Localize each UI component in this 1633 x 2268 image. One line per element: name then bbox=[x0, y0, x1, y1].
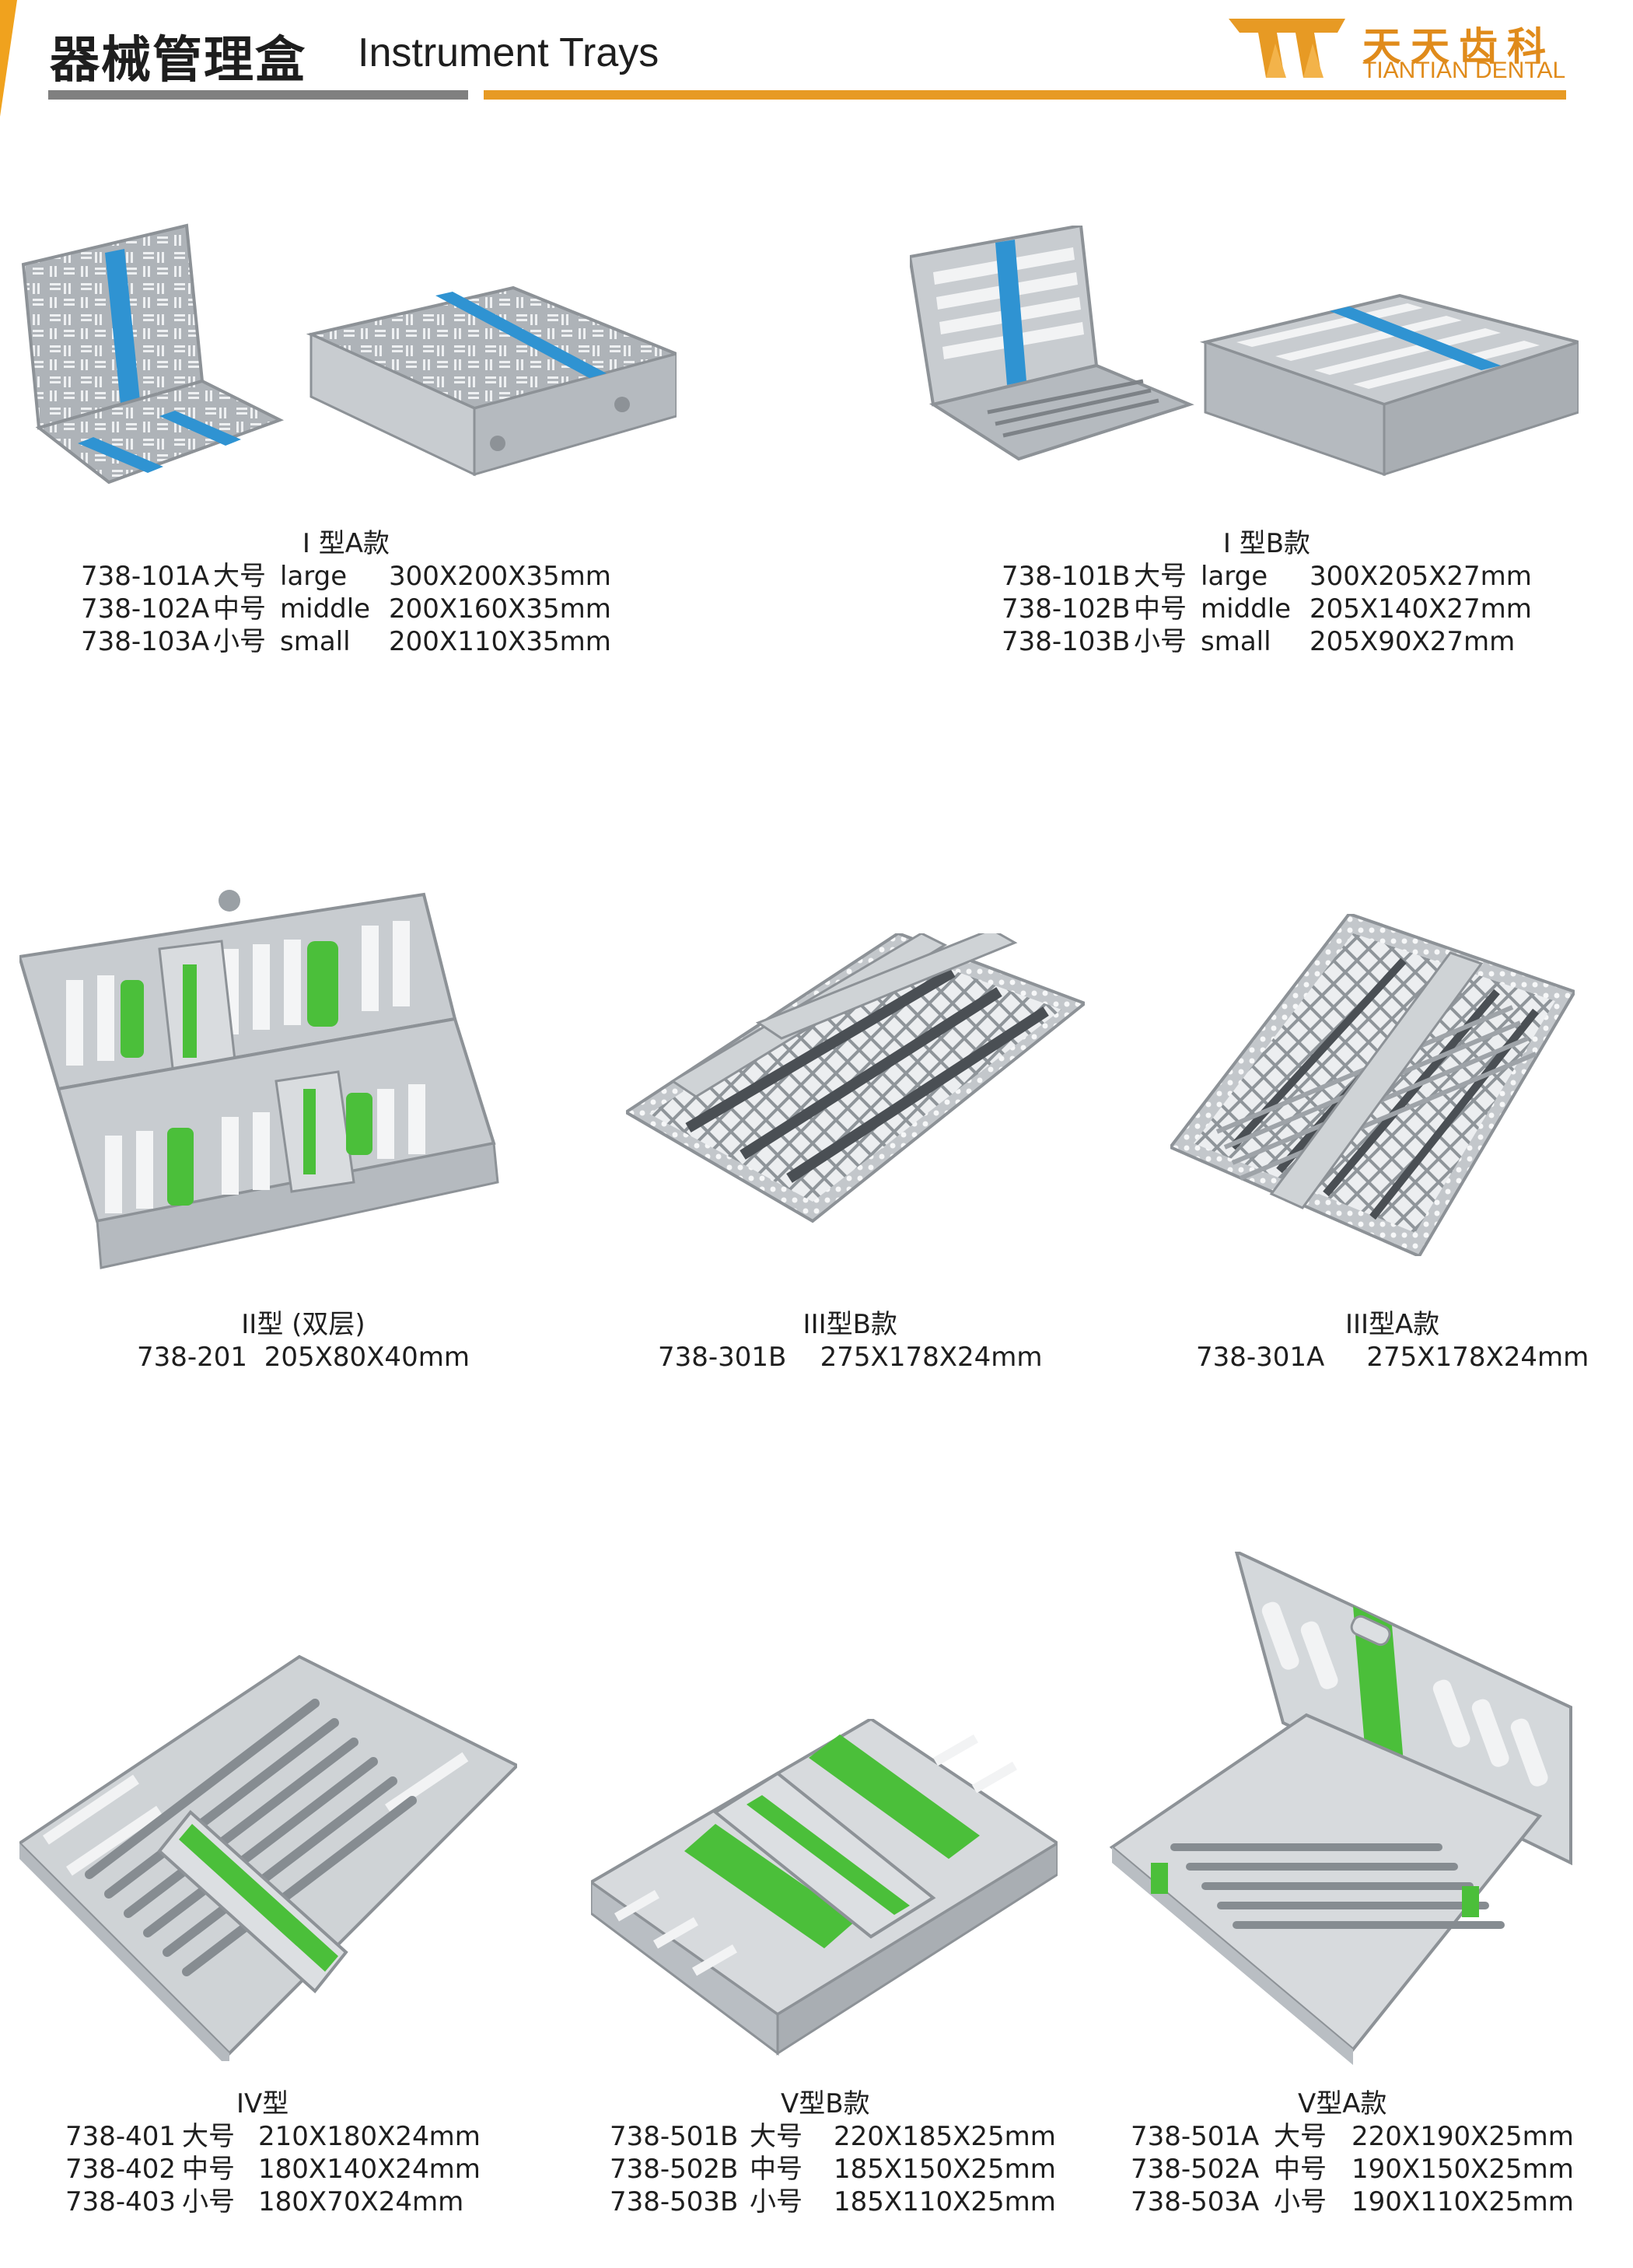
page-title-zh: 器械管理盒 bbox=[50, 32, 306, 89]
tray-i-b-image bbox=[910, 226, 1579, 490]
tray-i-a-image bbox=[16, 218, 677, 490]
tray-ii-image bbox=[19, 887, 502, 1276]
tray-ii-dims: 205X80X40mm bbox=[264, 1342, 470, 1373]
tray-ii-spec: II型 (双层) 738-201 205X80X40mm bbox=[137, 1308, 470, 1374]
tray-iii-a-image bbox=[1170, 914, 1575, 1256]
corner-accent-stripe bbox=[0, 0, 17, 117]
tray-v-a-image bbox=[1104, 1552, 1586, 2065]
tray-v-b-image bbox=[591, 1719, 1058, 2061]
tray-i-a-caption: I 型A款 bbox=[302, 528, 390, 559]
brand-name-zh: 天天齿科 bbox=[1362, 24, 1555, 69]
tray-iii-a-spec: III型A款 738-301A 275X178X24mm bbox=[1196, 1308, 1589, 1374]
tray-iii-a-caption: III型A款 bbox=[1345, 1309, 1440, 1340]
tray-v-a-caption: V型A款 bbox=[1298, 2088, 1387, 2119]
tray-iii-b-image bbox=[626, 933, 1085, 1244]
tray-iii-b-dims: 275X178X24mm bbox=[820, 1342, 1043, 1373]
tray-iii-b-code: 738-301B bbox=[658, 1342, 787, 1373]
tray-iii-a-dims: 275X178X24mm bbox=[1366, 1342, 1589, 1373]
tray-i-b-caption: I 型B款 bbox=[1222, 528, 1311, 559]
header-rule-orange bbox=[484, 90, 1566, 100]
tray-iii-b-caption: III型B款 bbox=[803, 1309, 897, 1340]
tray-iv-image bbox=[19, 1649, 517, 2061]
tray-iii-b-spec: III型B款 738-301B 275X178X24mm bbox=[658, 1308, 1043, 1374]
page-title-en: Instrument Trays bbox=[358, 30, 659, 75]
tray-v-b-caption: V型B款 bbox=[781, 2088, 870, 2119]
brand-logo-icon bbox=[1229, 16, 1353, 79]
tray-iv-caption: IV型 bbox=[236, 2088, 289, 2119]
tray-iii-a-code: 738-301A bbox=[1196, 1342, 1325, 1373]
tray-ii-code: 738-201 bbox=[137, 1342, 248, 1373]
brand-name-en: TIANTIAN DENTAL bbox=[1362, 58, 1566, 83]
tray-ii-caption: II型 (双层) bbox=[241, 1309, 365, 1340]
header-rule-grey bbox=[48, 90, 468, 100]
